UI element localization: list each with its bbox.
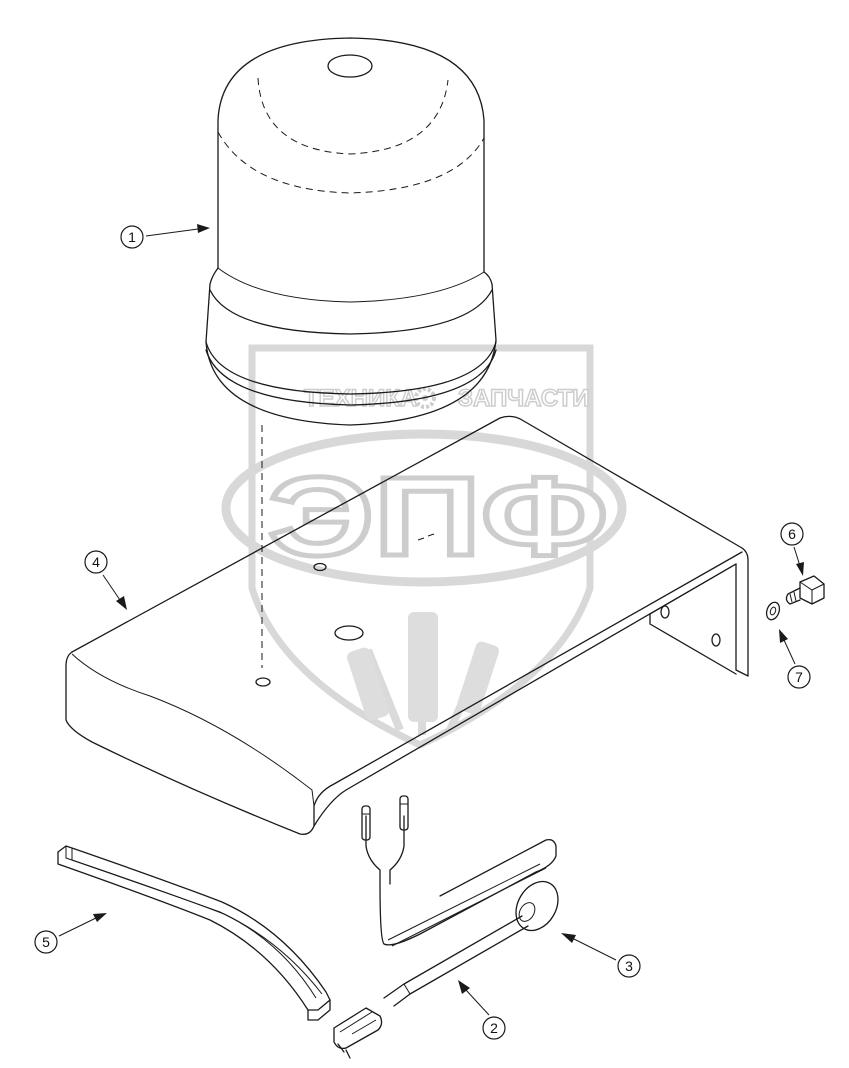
callout-2-label: 2: [490, 1020, 498, 1036]
watermark-logo: ТЕХНИКА ЗАПЧАСТИ ЭПФ: [221, 344, 627, 749]
callout-5: 5: [34, 913, 107, 954]
callout-3: 3: [561, 933, 641, 978]
edge-trim-part-5: [57, 845, 331, 1021]
watermark-text-left: ТЕХНИКА: [304, 385, 417, 412]
callout-2: 2: [458, 980, 506, 1040]
callout-4-label: 4: [92, 554, 100, 570]
callout-7-label: 7: [795, 669, 803, 685]
wire-harness-part-2: [333, 795, 559, 1059]
callout-4: 4: [84, 550, 127, 610]
callout-5-label: 5: [42, 934, 50, 950]
watermark-logo-text: ЭПФ: [268, 454, 608, 579]
watermark-text-right: ЗАПЧАСТИ: [458, 385, 590, 412]
mount-hole: [255, 677, 271, 687]
callout-1-label: 1: [128, 229, 136, 245]
mounting-bracket-part-4: [65, 415, 749, 835]
callout-6-label: 6: [788, 526, 796, 542]
callout-6: 6: [780, 522, 804, 576]
washer-part-7: [765, 601, 781, 621]
callout-1: 1: [120, 224, 210, 249]
callout-7: 7: [779, 629, 811, 689]
callout-3-label: 3: [625, 958, 633, 974]
beacon-lamp-part-1: [205, 37, 497, 426]
bolt-part-6: [785, 575, 825, 605]
